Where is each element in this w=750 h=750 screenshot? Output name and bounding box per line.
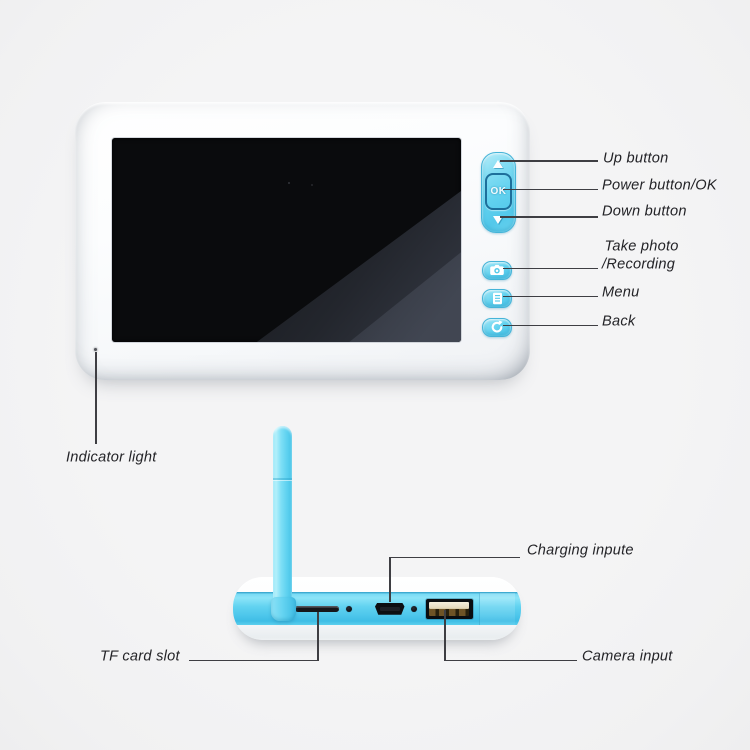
label-up-button: Up button: [603, 150, 669, 167]
label-tf-card-slot: TF card slot: [100, 648, 180, 665]
callout-line-charging-v: [389, 556, 391, 602]
reset-hole: [345, 605, 352, 612]
callout-line-tf-v: [317, 612, 319, 662]
screen-speck: [288, 182, 290, 184]
mic-hole: [410, 605, 417, 612]
antenna-collar: [270, 597, 296, 621]
callout-line-take-photo: [503, 267, 598, 270]
monitor-screen: [112, 138, 461, 342]
label-charging-input: Charging inpute: [527, 542, 634, 559]
callout-line-up: [500, 160, 598, 163]
antenna-seam: [272, 478, 292, 480]
down-button: [493, 216, 503, 224]
label-power-button: Power button/OK: [602, 177, 717, 194]
usb-contacts: [429, 608, 469, 616]
label-down-button: Down button: [602, 203, 687, 220]
antenna: [272, 426, 292, 612]
power-ok-button: OK: [485, 172, 512, 210]
micro-usb-port: [375, 603, 405, 615]
label-back: Back: [602, 313, 636, 330]
callout-line-indicator: [95, 352, 97, 444]
side-hatch-panel: [479, 592, 515, 625]
take-photo-button: [482, 260, 512, 280]
back-circular-arrow-icon: [491, 320, 503, 333]
callout-line-down: [500, 216, 598, 219]
label-camera-input: Camera input: [582, 648, 673, 665]
label-menu: Menu: [602, 284, 640, 301]
back-button: [482, 317, 512, 337]
ok-button-label: OK: [490, 185, 507, 197]
callout-line-power: [503, 188, 598, 191]
label-recording: /Recording: [602, 256, 676, 273]
usb-tongue: [429, 602, 469, 609]
callout-line-back: [503, 324, 598, 327]
label-indicator-light: Indicator light: [66, 449, 157, 466]
monitor-device: OK: [75, 102, 530, 380]
up-button: [493, 160, 503, 168]
tf-card-slot: [295, 606, 339, 612]
indicator-light: [94, 348, 97, 351]
callout-line-tf-h: [189, 659, 319, 662]
callout-line-camera-h: [444, 659, 578, 662]
menu-list-icon: [492, 292, 502, 304]
label-take-photo: Take photo: [604, 238, 679, 255]
camera-icon: [490, 265, 504, 276]
menu-button: [482, 288, 512, 308]
callout-line-charging-h: [389, 556, 521, 559]
rocker-button-cluster: OK: [481, 152, 516, 233]
callout-line-camera-v: [444, 610, 446, 662]
screen-speck: [311, 184, 313, 186]
usb-a-port: [425, 599, 473, 619]
callout-line-menu: [503, 295, 598, 298]
